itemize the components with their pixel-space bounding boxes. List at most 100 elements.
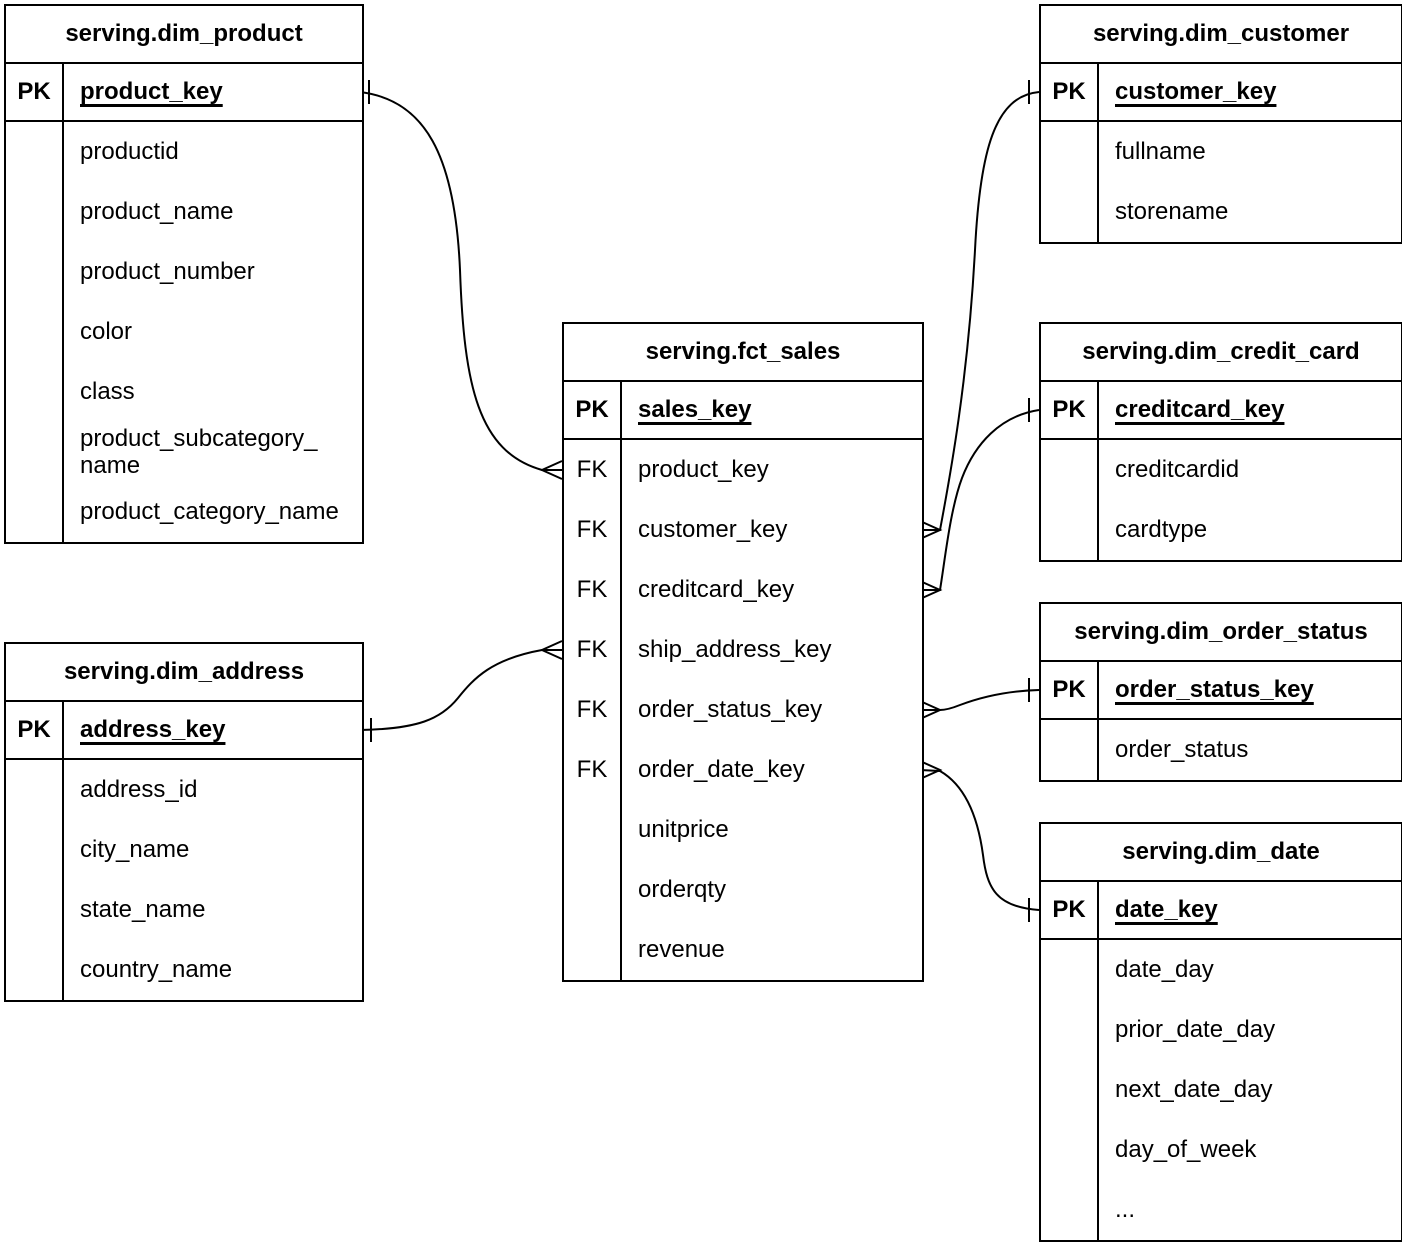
badge-cell <box>1041 1180 1099 1240</box>
field-row: city_​name <box>6 820 362 880</box>
relationship-order-status <box>919 678 1040 720</box>
pk-badge: PK <box>564 382 622 438</box>
crow-foot-many-icon <box>539 460 563 480</box>
entity-title: serving.dim_date <box>1041 824 1401 882</box>
column-name: ship_​address_​key <box>638 636 832 664</box>
pk-row: PK product_​key <box>6 64 362 122</box>
badge-cell <box>6 422 64 482</box>
column-name: prior_​date_​day <box>1115 1016 1276 1044</box>
column-name: state_​name <box>80 896 206 924</box>
column-name: next_​date_​day <box>1115 1076 1273 1104</box>
field-row: day_​of_​week <box>1041 1120 1401 1180</box>
pk-badge: PK <box>1041 662 1099 718</box>
fk-row: FK product_​key <box>564 440 922 500</box>
badge-cell <box>6 302 64 362</box>
entity-dim-order-status: serving.dim_order_status PK order_​statu… <box>1039 602 1402 782</box>
fk-badge: FK <box>564 620 622 680</box>
field-row: ... <box>1041 1180 1401 1240</box>
field-row: address_​id <box>6 760 362 820</box>
column-name: order_​status_​key <box>638 696 823 724</box>
column-name: sales_​key <box>638 396 752 424</box>
pk-row: PK order_​status_​key <box>1041 662 1401 720</box>
entity-dim-credit-card: serving.dim_credit_card PK creditcard_​k… <box>1039 322 1402 562</box>
field-row: prior_​date_​day <box>1041 1000 1401 1060</box>
column-name: product_​number <box>80 258 255 286</box>
fk-badge: FK <box>564 440 622 500</box>
column-name: date_​key <box>1115 896 1218 924</box>
field-row: orderqty <box>564 860 922 920</box>
badge-cell <box>6 182 64 242</box>
entity-dim-customer: serving.dim_customer PK customer_​key fu… <box>1039 4 1402 244</box>
column-name: productid <box>80 138 179 166</box>
entity-dim-address: serving.dim_address PK address_​key addr… <box>4 642 364 1002</box>
column-name: color <box>80 318 133 346</box>
badge-cell <box>6 122 64 182</box>
badge-cell <box>6 362 64 422</box>
pk-badge: PK <box>6 702 64 758</box>
pk-badge: PK <box>1041 882 1099 938</box>
field-row: fullname <box>1041 122 1401 182</box>
badge-cell <box>6 242 64 302</box>
field-row: country_​name <box>6 940 362 1000</box>
column-name: country_​name <box>80 956 233 984</box>
pk-row: PK date_​key <box>1041 882 1401 940</box>
field-row: revenue <box>564 920 922 980</box>
badge-cell <box>1041 720 1099 780</box>
column-name: ... <box>1115 1196 1136 1224</box>
field-row: creditcardid <box>1041 440 1401 500</box>
pk-row: PK creditcard_​key <box>1041 382 1401 440</box>
column-name: date_​day <box>1115 956 1214 984</box>
badge-cell <box>564 860 622 920</box>
entity-dim-date: serving.dim_date PK date_​key date_​day … <box>1039 822 1402 1242</box>
entity-title: serving.dim_order_status <box>1041 604 1401 662</box>
badge-cell <box>6 940 64 1000</box>
field-row: order_​status <box>1041 720 1401 780</box>
column-name: class <box>80 378 135 406</box>
badge-cell <box>6 482 64 542</box>
column-name: revenue <box>638 936 725 964</box>
badge-cell <box>6 820 64 880</box>
column-name: creditcard_​key <box>1115 396 1285 424</box>
column-name: storename <box>1115 198 1229 226</box>
fk-row: FK order_​date_​key <box>564 740 922 800</box>
badge-cell <box>6 880 64 940</box>
column-name: creditcard_​key <box>638 576 795 604</box>
fk-row: FK creditcard_​key <box>564 560 922 620</box>
pk-row: PK customer_​key <box>1041 64 1401 122</box>
column-name: unitprice <box>638 816 729 844</box>
field-row: productid <box>6 122 362 182</box>
column-name: address_​key <box>80 716 226 744</box>
column-name: fullname <box>1115 138 1206 166</box>
fk-badge: FK <box>564 560 622 620</box>
entity-title: serving.dim_customer <box>1041 6 1401 64</box>
entity-dim-product: serving.dim_product PK product_​key prod… <box>4 4 364 544</box>
field-row: state_​name <box>6 880 362 940</box>
column-name: cardtype <box>1115 516 1208 544</box>
column-name: address_​id <box>80 776 198 804</box>
column-name: product_​key <box>638 456 769 484</box>
column-name: customer_​key <box>1115 78 1277 106</box>
column-name: order_​date_​key <box>638 756 805 784</box>
badge-cell <box>564 920 622 980</box>
badge-cell <box>1041 440 1099 500</box>
fk-row: FK order_​status_​key <box>564 680 922 740</box>
field-row: cardtype <box>1041 500 1401 560</box>
column-name: order_​status <box>1115 736 1249 764</box>
pk-badge: PK <box>6 64 64 120</box>
fk-badge: FK <box>564 740 622 800</box>
badge-cell <box>1041 1060 1099 1120</box>
entity-title: serving.dim_product <box>6 6 362 64</box>
entity-title: serving.fct_sales <box>564 324 922 382</box>
badge-cell <box>1041 1120 1099 1180</box>
column-name: city_​name <box>80 836 190 864</box>
relationship-product <box>359 80 563 480</box>
badge-cell <box>1041 500 1099 560</box>
fk-row: FK customer_​key <box>564 500 922 560</box>
field-row: color <box>6 302 362 362</box>
field-row: product_​number <box>6 242 362 302</box>
relationship-credit-card <box>919 398 1040 600</box>
pk-badge: PK <box>1041 382 1099 438</box>
field-row: unitprice <box>564 800 922 860</box>
badge-cell <box>6 760 64 820</box>
